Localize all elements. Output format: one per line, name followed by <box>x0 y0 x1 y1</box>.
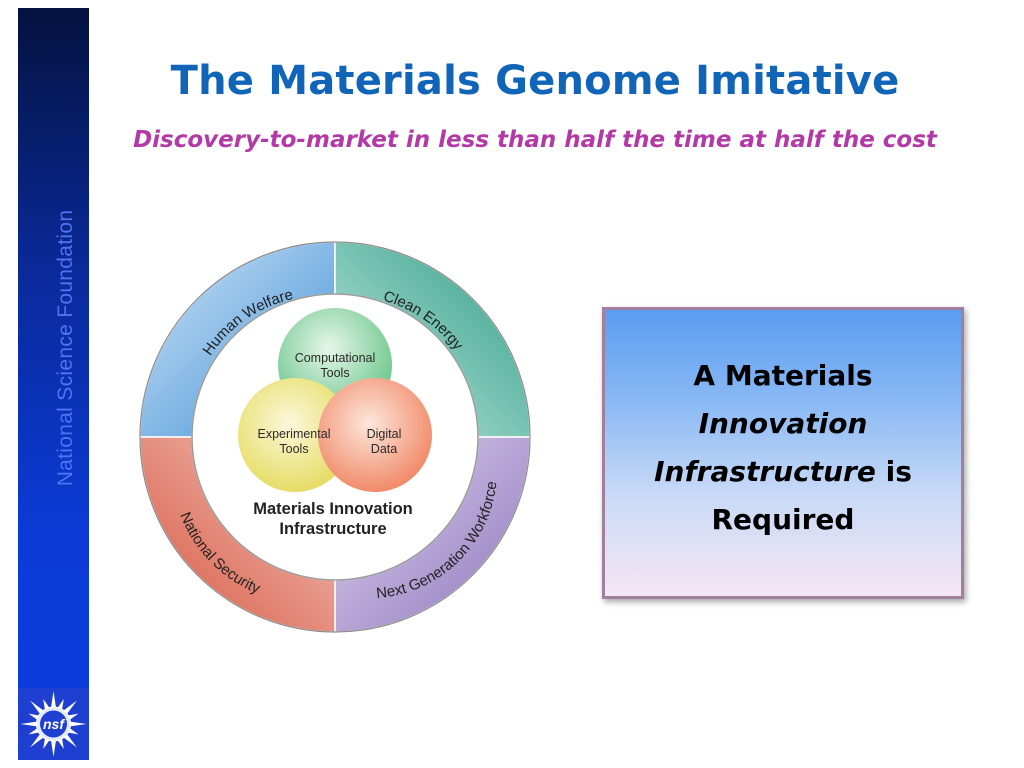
logo-ray <box>30 733 45 748</box>
callout-line-3b: is <box>875 455 912 488</box>
digital-data-circle <box>318 378 432 492</box>
digital-label-2: Data <box>371 442 397 456</box>
logo-ray <box>30 700 45 715</box>
experimental-tools-circle <box>238 378 352 492</box>
logo-ray <box>62 700 77 715</box>
callout-line-2: Innovation <box>698 407 868 440</box>
experimental-label-2: Tools <box>279 442 308 456</box>
logo-ray <box>50 691 57 709</box>
callout-box: A Materials Innovation Infrastructure is… <box>602 307 964 599</box>
slide-title: The Materials Genome Imitative <box>170 58 900 104</box>
nsf-logo: nsf <box>18 688 89 760</box>
center-label-2: Infrastructure <box>279 520 386 538</box>
slide-subtitle: Discovery-to-market in less than half th… <box>133 127 937 153</box>
logo-ray <box>62 733 77 748</box>
ring-venn-diagram: Human Welfare Clean Energy Next Generati… <box>139 241 531 633</box>
logo-ray <box>50 739 57 757</box>
nsf-logo-icon: nsf <box>20 691 87 757</box>
callout-line-1: A Materials <box>693 359 873 392</box>
experimental-label-1: Experimental <box>258 427 331 441</box>
center-label-1: Materials Innovation <box>253 500 413 518</box>
callout-line-3a: Infrastructure <box>654 455 876 488</box>
sidebar-label: National Science Foundation <box>54 209 77 487</box>
logo-ray <box>20 721 38 727</box>
sidebar-banner: National Science Foundation <box>18 8 89 760</box>
logo-ray <box>69 721 87 727</box>
digital-label-1: Digital <box>367 427 402 441</box>
computational-label-2: Tools <box>320 366 349 380</box>
materials-diagram: Human Welfare Clean Energy Next Generati… <box>130 230 540 640</box>
nsf-logo-text: nsf <box>43 716 65 732</box>
callout-text: A Materials Innovation Infrastructure is… <box>654 352 912 544</box>
callout-line-3: Infrastructure is <box>654 448 912 496</box>
ring-outline <box>139 241 531 633</box>
callout-line-4: Required <box>711 503 855 536</box>
computational-label-1: Computational <box>295 351 376 365</box>
